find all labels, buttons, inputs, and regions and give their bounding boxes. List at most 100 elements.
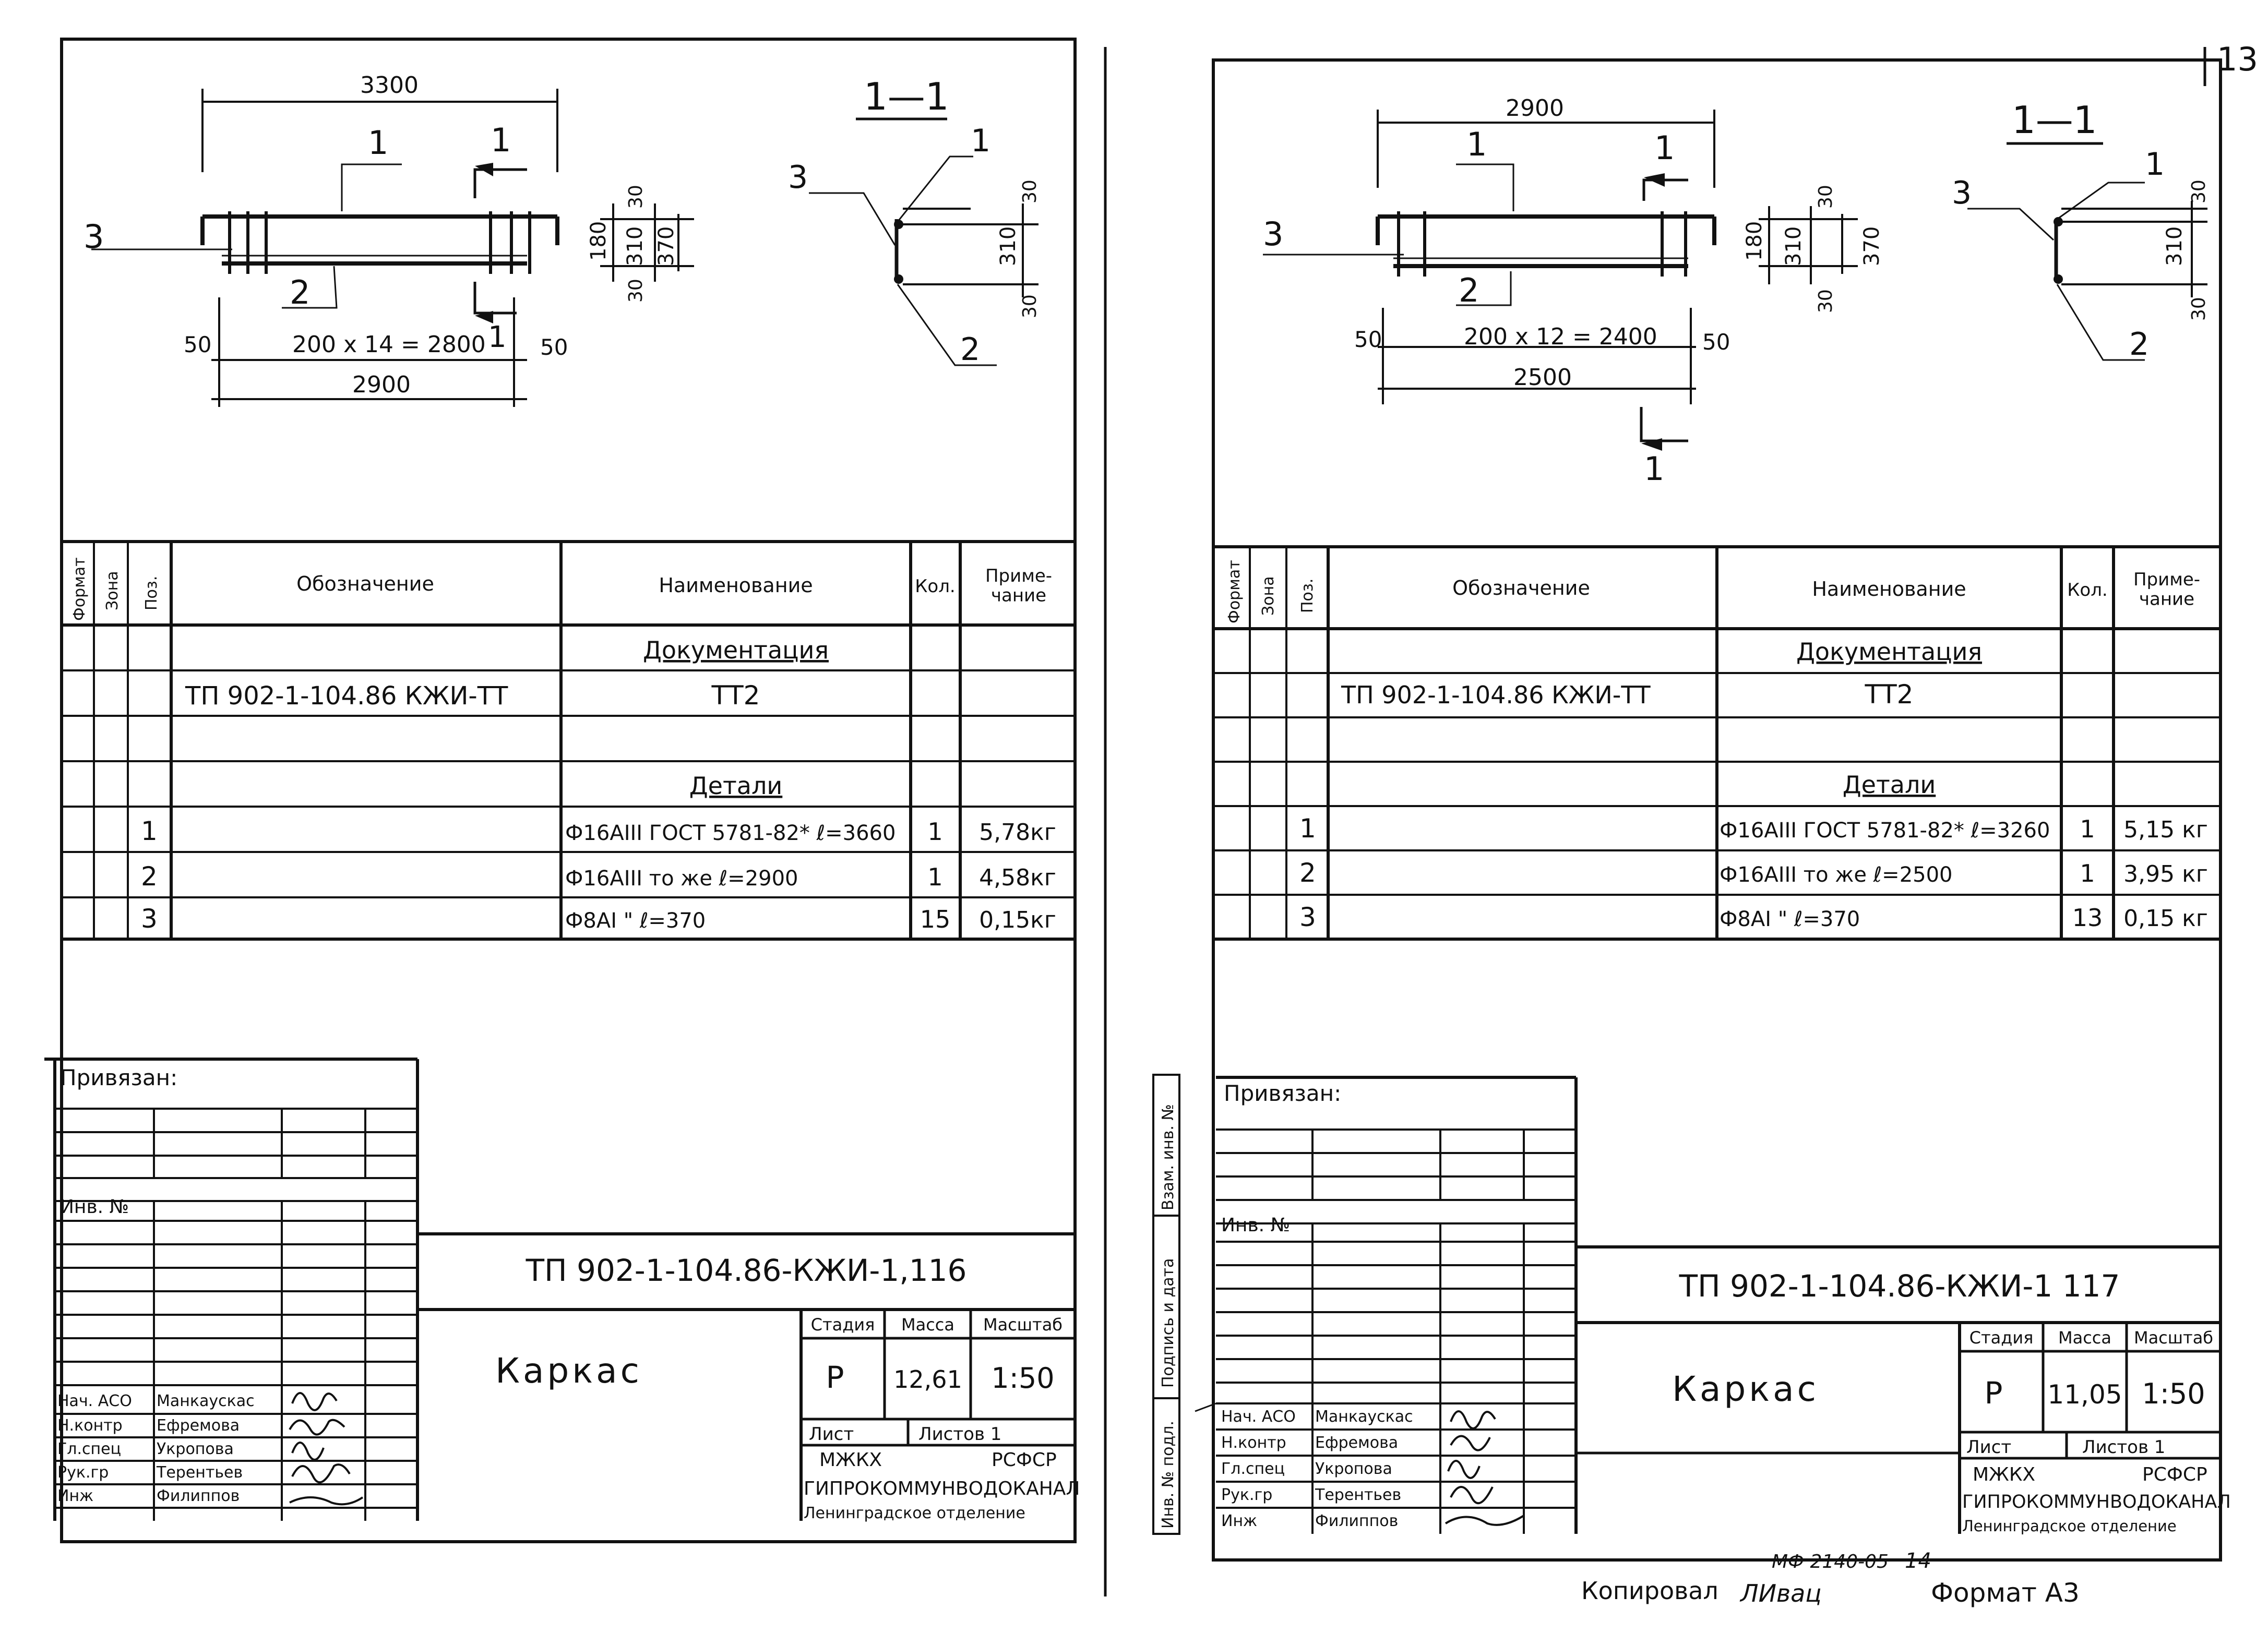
section-callout-3-r: 3 xyxy=(1952,175,1972,211)
mass-value-r: 11,05 xyxy=(2047,1379,2122,1410)
section-view-right: 1—1 1 2 3 30 310 30 xyxy=(1952,98,2210,363)
row-1-qty: 1 xyxy=(927,818,942,846)
row-3-qty: 15 xyxy=(920,905,951,933)
header-qty-r: Кол. xyxy=(2067,580,2107,601)
row-1-pos: 1 xyxy=(141,816,158,846)
header-pos-r: Поз. xyxy=(1298,579,1317,613)
signer-4-name: Терентьев xyxy=(156,1463,243,1482)
row-2-note-r: 3,95 кг xyxy=(2123,861,2208,887)
dim-overall-bottom: 2900 xyxy=(352,371,411,398)
dim-sec-full-r: 370 xyxy=(1860,226,1884,266)
signer-5-role: Инж xyxy=(57,1487,93,1505)
row-1-pos-r: 1 xyxy=(1299,813,1316,844)
signer-5-name: Филиппов xyxy=(157,1487,240,1505)
scale-label: Масштаб xyxy=(983,1315,1063,1335)
cut-mark-top-r: 1 xyxy=(1654,129,1675,167)
signer-1-name-r: Манкаускас xyxy=(1315,1408,1413,1426)
row-3-name-r: Ф8АI " ℓ=370 xyxy=(1720,907,1860,931)
sheets-count: Листов 1 xyxy=(918,1424,1001,1445)
row-2-note: 4,58кг xyxy=(979,864,1056,891)
doc-name: ТТ2 xyxy=(711,680,760,711)
doc-code: ТП 902-1-104.86 КЖИ-ТТ xyxy=(185,681,508,711)
org-ministry-r: МЖКХ xyxy=(1973,1464,2035,1485)
header-name-r: Наименование xyxy=(1812,578,1966,601)
dim-overall-top-r: 2900 xyxy=(1506,95,1564,122)
section-dim-inner: 310 xyxy=(996,226,1020,266)
stage-value: Р xyxy=(826,1360,844,1395)
row-3-pos-r: 3 xyxy=(1299,902,1316,932)
section-callout-1: 1 xyxy=(971,123,990,159)
dim-sec-bottom: 30 xyxy=(625,279,647,303)
binding-block: Привязан: Инв. № xyxy=(44,1058,419,1521)
signature-scribbles-r xyxy=(1445,1410,1525,1526)
section-label-r: 1—1 xyxy=(2012,98,2097,142)
dim-end-right-r: 50 xyxy=(1702,329,1730,355)
section-documentation-r: Документация xyxy=(1796,638,1982,666)
signer-5-name-r: Филиппов xyxy=(1315,1512,1398,1530)
sheet-title-r: Каркас xyxy=(1672,1369,1819,1409)
header-designation-r: Обозначение xyxy=(1452,577,1590,599)
signers-block: Нач. АСО Манкаускас Н.контр Ефремова Гл.… xyxy=(55,1384,417,1509)
footer-code-num: 14 xyxy=(1905,1549,1931,1573)
signer-4-role: Рук.гр xyxy=(57,1463,109,1482)
row-3-note: 0,15кг xyxy=(979,907,1056,933)
spec-table: Формат Зона Поз. Обозначение Наименовани… xyxy=(62,540,1075,941)
signer-4-name-r: Терентьев xyxy=(1315,1486,1401,1504)
inv-no-label-r: Инв. № xyxy=(1221,1215,1290,1236)
signer-1-role: Нач. АСО xyxy=(57,1392,132,1410)
bound-label: Привязан: xyxy=(60,1065,177,1090)
side-label-sign-date: Подпись и дата xyxy=(1159,1258,1177,1388)
doc-code-r: ТП 902-1-104.86 КЖИ-ТТ xyxy=(1341,681,1651,709)
header-designation: Обозначение xyxy=(296,572,434,595)
section-dim-top: 30 xyxy=(1019,179,1041,203)
callout-2-r: 2 xyxy=(1459,271,1479,309)
header-note: Приме-чание xyxy=(985,566,1052,606)
row-3-qty-r: 13 xyxy=(2072,904,2103,932)
dim-overall-bottom-r: 2500 xyxy=(1513,364,1572,391)
header-name: Наименование xyxy=(659,574,813,597)
row-1-name-r: Ф16АIII ГОСТ 5781-82* ℓ=3260 xyxy=(1720,819,2050,843)
mass-label: Масса xyxy=(901,1315,954,1335)
org-ministry: МЖКХ xyxy=(819,1449,882,1471)
row-1-name: Ф16АIII ГОСТ 5781-82* ℓ=3660 xyxy=(565,821,896,845)
dim-sec-mid: 180 xyxy=(587,221,611,261)
signer-1-name: Манкаускас xyxy=(157,1392,255,1410)
footer: МФ 2140-05 14 Копировал ЛИвац Формат А3 xyxy=(1581,1549,2080,1608)
row-2-name: Ф16АIII то же ℓ=2900 xyxy=(565,867,798,891)
doc-number: ТП 902-1-104.86-КЖИ-1,116 xyxy=(526,1253,967,1288)
spec-table-right: Формат Зона Поз. Обозначение Наименовани… xyxy=(1213,545,2221,941)
cut-mark-top: 1 xyxy=(491,121,511,159)
footer-format: Формат А3 xyxy=(1931,1578,2080,1608)
callout-2: 2 xyxy=(290,273,310,311)
sheet-left: 3300 3 1 2 1 xyxy=(44,38,1080,1543)
row-2-name-r: Ф16АIII то же ℓ=2500 xyxy=(1720,863,1952,887)
signer-3-name: Укропова xyxy=(157,1440,234,1458)
header-qty: Кол. xyxy=(915,576,955,597)
dim-sec-full: 370 xyxy=(654,226,678,266)
stage-label: Стадия xyxy=(811,1315,875,1335)
doc-name-r: ТТ2 xyxy=(1865,679,1914,710)
mass-value: 12,61 xyxy=(893,1365,962,1394)
inv-no-label: Инв. № xyxy=(60,1196,129,1218)
doc-number-r: ТП 902-1-104.86-КЖИ-1 117 xyxy=(1679,1268,2120,1304)
sheet-title: Каркас xyxy=(495,1351,642,1391)
signer-2-name-r: Ефремова xyxy=(1315,1434,1398,1452)
org-institute: ГИПРОКОММУНВОДОКАНАЛ xyxy=(804,1478,1080,1499)
org-republic-r: РСФСР xyxy=(2142,1464,2207,1485)
org-republic: РСФСР xyxy=(992,1449,1057,1471)
header-zone-r: Зона xyxy=(1259,576,1278,616)
callout-1-r: 1 xyxy=(1466,125,1487,163)
row-2-qty-r: 1 xyxy=(2080,859,2095,887)
scale-label-r: Масштаб xyxy=(2134,1328,2213,1348)
header-pos: Поз. xyxy=(142,576,161,610)
cage-drawing: 3300 3 1 2 1 xyxy=(83,72,694,407)
dim-sec-top-r: 30 xyxy=(1815,185,1836,209)
signer-4-role-r: Рук.гр xyxy=(1221,1486,1272,1504)
header-format: Формат xyxy=(70,557,89,621)
section-details: Детали xyxy=(689,772,783,800)
section-dim-inner-r: 310 xyxy=(2163,226,2187,266)
signer-3-name-r: Укропова xyxy=(1315,1460,1392,1478)
section-view: 1—1 1 2 3 30 310 30 xyxy=(788,75,1041,368)
header-format-r: Формат xyxy=(1225,560,1244,623)
section-callout-1-r: 1 xyxy=(2145,146,2165,183)
